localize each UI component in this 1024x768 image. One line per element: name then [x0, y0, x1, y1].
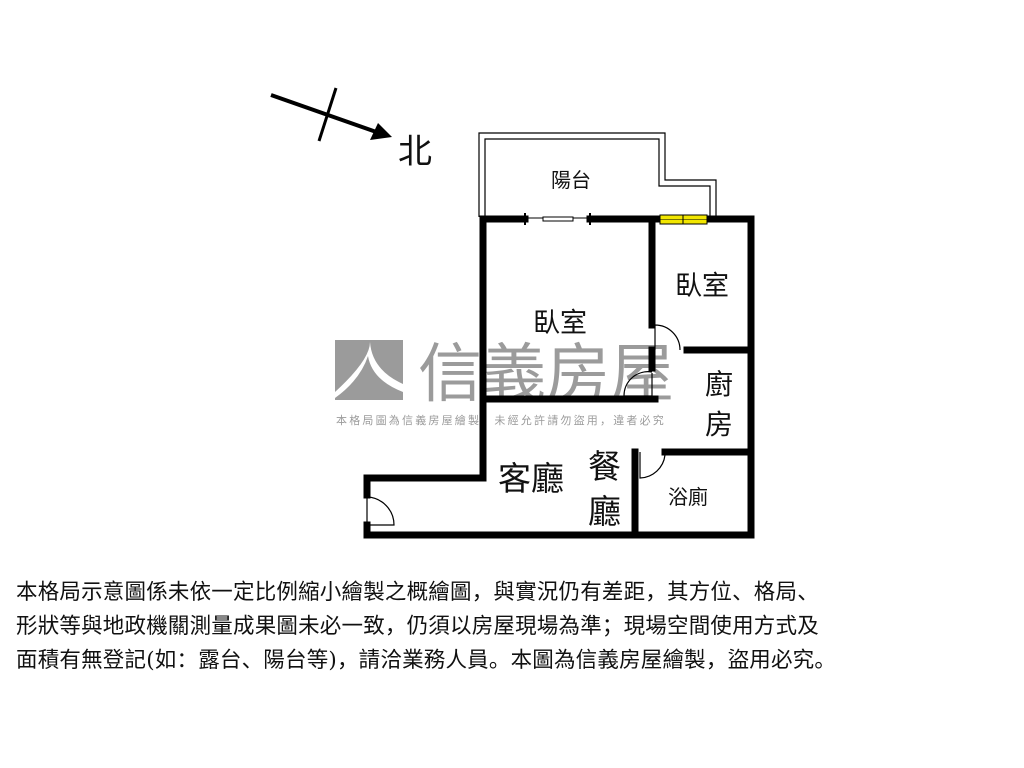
- disclaimer-line: 面積有無登記(如：露台、陽台等)，請洽業務人員。本圖為信義房屋繪製，盜用必究。: [16, 648, 837, 673]
- disclaimer-line: 形狀等與地政機關測量成果圖未必一致，仍須以房屋現場為準；現場空間使用方式及: [16, 614, 819, 639]
- north-label: 北: [398, 132, 432, 172]
- doors: [366, 324, 681, 526]
- walls: [363, 215, 755, 539]
- window: [659, 214, 708, 225]
- disclaimer: 本格局示意圖係未依一定比例縮小繪製之概繪圖，與實況仍有差距，其方位、格局、 形狀…: [16, 576, 1016, 678]
- balcony-railing: [478, 132, 717, 217]
- room-label-kitchen-1: 廚: [705, 368, 733, 401]
- room-label-bedroom-small: 臥室: [675, 271, 729, 302]
- watermark-logo: [335, 340, 403, 400]
- north-arrow-icon: [270, 87, 392, 142]
- room-label-dining-2: 廳: [588, 492, 621, 531]
- room-label-living: 客廳: [498, 459, 564, 498]
- room-label-bathroom: 浴廁: [668, 485, 708, 509]
- room-label-kitchen-2: 房: [705, 408, 733, 441]
- room-label-balcony: 陽台: [551, 168, 591, 192]
- disclaimer-line: 本格局示意圖係未依一定比例縮小繪製之概繪圖，與實況仍有差距，其方位、格局、: [16, 580, 819, 605]
- sliding-door: [524, 213, 591, 225]
- watermark-notice: 本格局圖為信義房屋繪製，未經允許請勿盜用，違者必究: [336, 413, 666, 427]
- room-label-dining-1: 餐: [588, 447, 621, 486]
- room-label-bedroom-large: 臥室: [533, 308, 587, 339]
